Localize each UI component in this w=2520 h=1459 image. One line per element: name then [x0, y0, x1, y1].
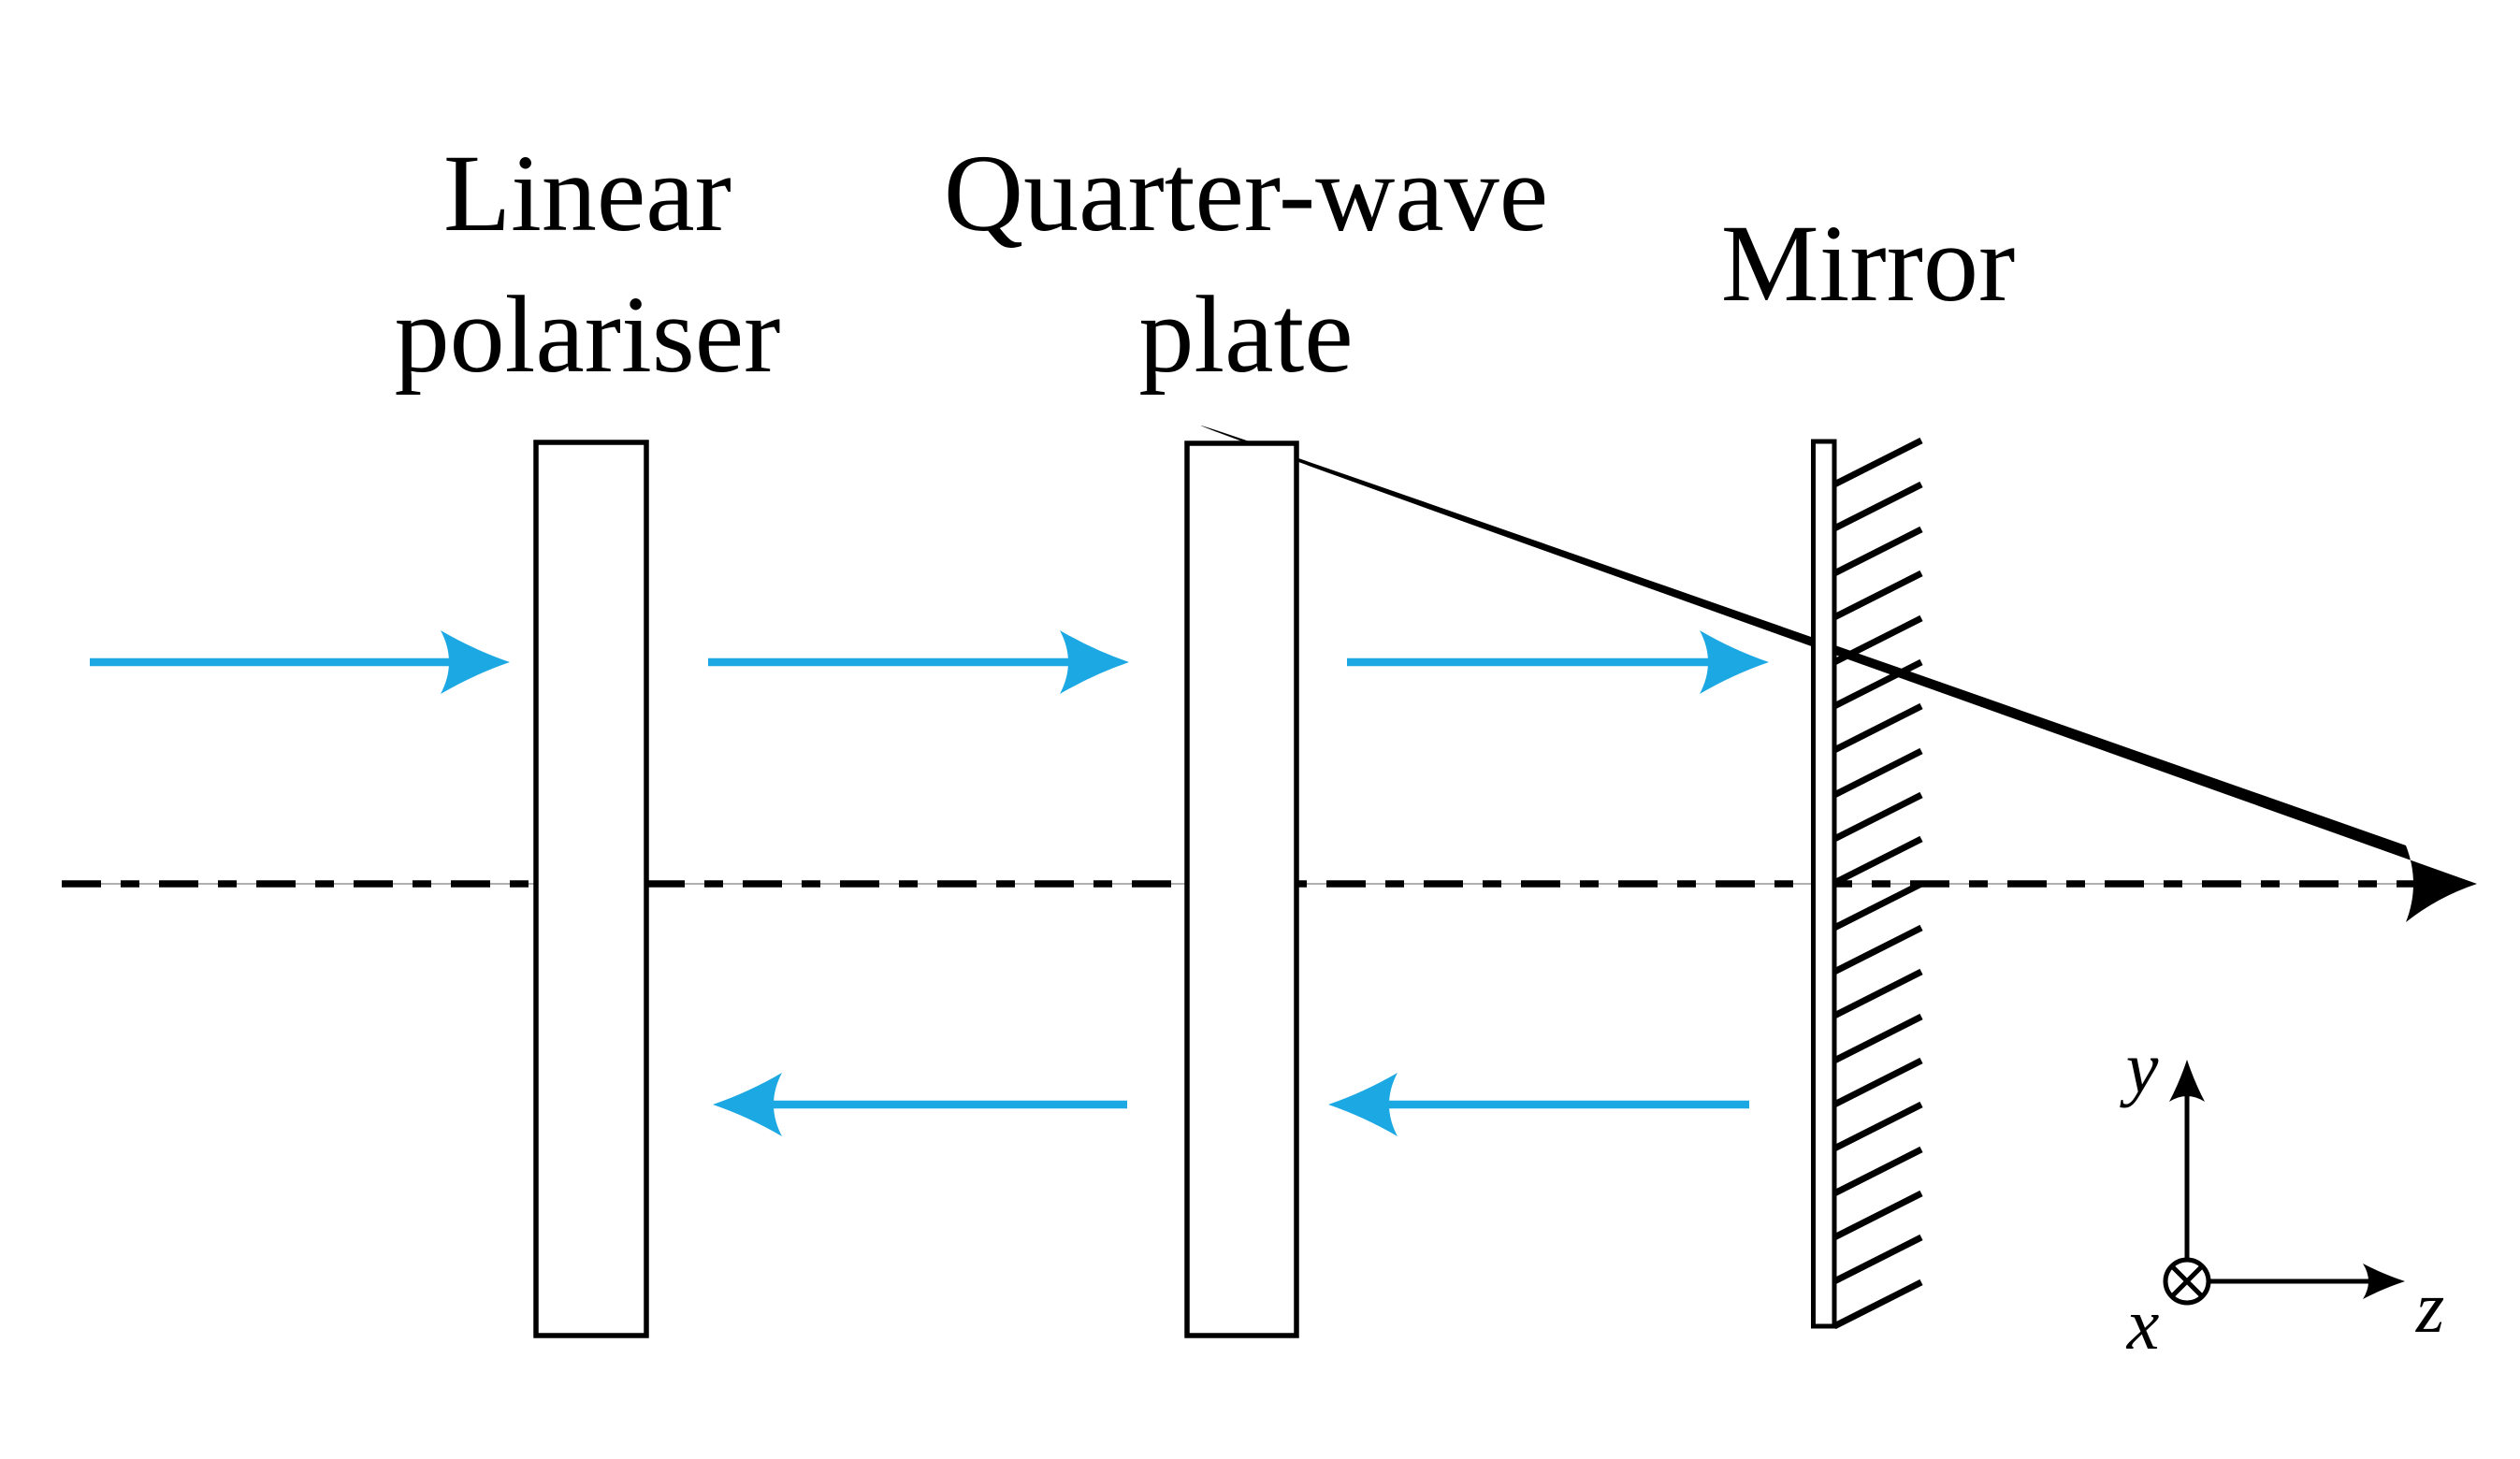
waveplate-label-line1: Quarter-wave — [943, 132, 1549, 254]
return-beam-arrows — [713, 1073, 1749, 1136]
mirror-label-line1: Mirror — [1720, 202, 2016, 325]
mirror-hatching — [1832, 437, 1923, 1330]
optical-axis-arrowhead — [1200, 426, 2477, 922]
forward-beam-arrowhead-3 — [1700, 630, 1769, 694]
polariser-label-line2: polariser — [394, 273, 781, 396]
polariser-label: Linear polariser — [395, 123, 781, 405]
mirror-label: Mirror — [1721, 193, 2016, 334]
axis-x-label: x — [2126, 1283, 2160, 1365]
return-beam-arrowhead-1 — [1328, 1073, 1398, 1136]
waveplate-plate — [1184, 441, 1299, 1338]
waveplate-label-line2: plate — [1138, 273, 1354, 396]
mirror-element — [1811, 437, 1923, 1330]
axis-y-label: y — [2125, 1027, 2159, 1108]
polariser-plate — [533, 440, 649, 1338]
forward-beam-arrowhead-2 — [1060, 630, 1129, 694]
y-axis-arrowhead — [2169, 1060, 2205, 1102]
forward-beam-arrows — [90, 630, 1769, 694]
mirror-plate — [1811, 439, 1837, 1329]
coordinate-frame — [2163, 1060, 2405, 1306]
z-axis-arrowhead — [2363, 1264, 2405, 1299]
return-beam-arrowhead-2 — [713, 1073, 782, 1136]
x-axis-cross — [2170, 1264, 2204, 1298]
polariser-label-line1: Linear — [443, 132, 731, 254]
waveplate-label: Quarter-wave plate — [944, 123, 1548, 405]
forward-beam-arrowhead-1 — [441, 630, 510, 694]
axis-z-label: z — [2415, 1266, 2445, 1348]
